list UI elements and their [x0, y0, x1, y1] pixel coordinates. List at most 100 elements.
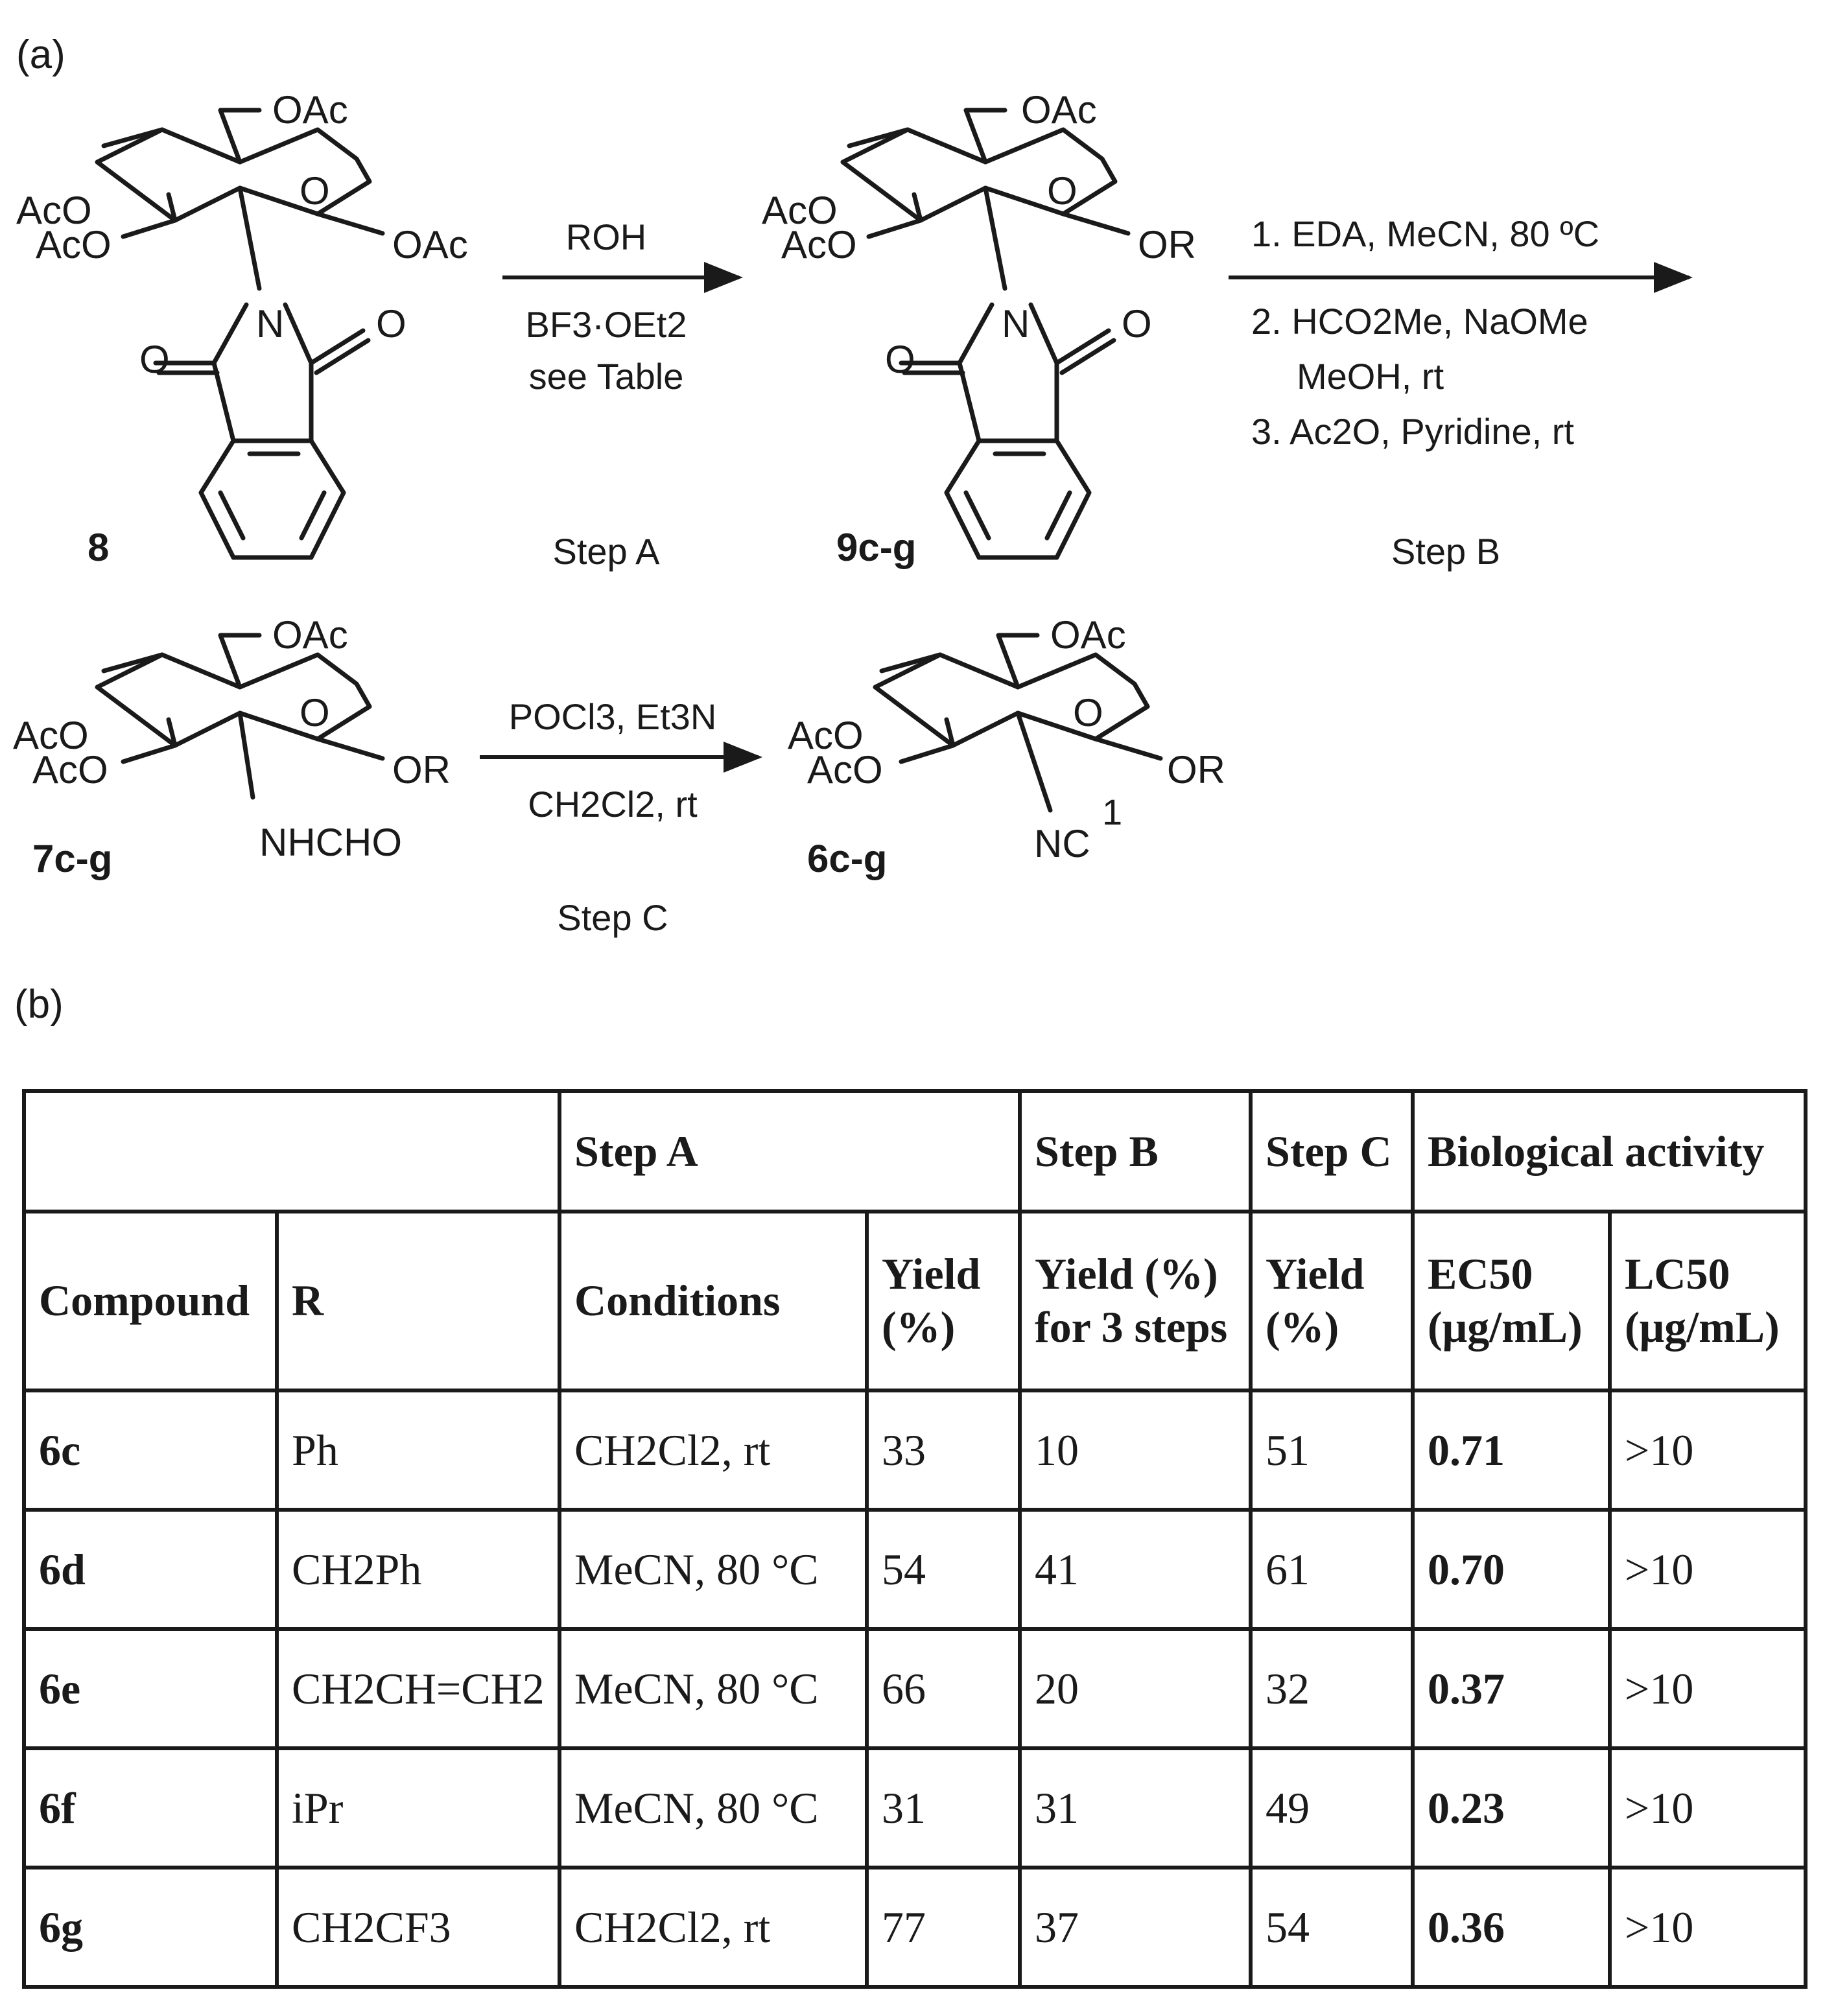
compound-6-label: 6c-g	[807, 837, 887, 880]
carbonyl-oxygen-label: O	[885, 338, 915, 381]
table-row: 6c Ph CH2Cl2, rt 33 10 51 0.71 >10	[22, 1389, 1808, 1512]
compound-9-label: 9c-g	[836, 526, 916, 569]
cell-compound: 6e	[22, 1627, 279, 1750]
reaction-scheme: (a) OAc O AcO AcO OAc N O O 8 ROH BF3·OE…	[13, 32, 1693, 1027]
cell-yield-a: 77	[864, 1866, 1022, 1989]
cell-ec50: 0.36	[1411, 1866, 1612, 1989]
step-c-label: Step C	[557, 897, 668, 938]
step-b-label: Step B	[1391, 531, 1500, 572]
cell-r: CH2CF3	[275, 1866, 561, 1989]
column-header-compound: Compound	[22, 1210, 279, 1392]
header-line: Yield	[1266, 1249, 1365, 1299]
table-row: 6d CH2Ph MeCN, 80 °C 54 41 61 0.70 >10	[22, 1508, 1808, 1631]
ring-oxygen-label: O	[1073, 691, 1103, 734]
cell-yield-b: 20	[1018, 1627, 1253, 1750]
column-header-ec50: EC50(μg/mL)	[1411, 1210, 1612, 1392]
results-table: Step A Step B Step C Biological activity…	[22, 1089, 1808, 1989]
cell-compound: 6d	[22, 1508, 279, 1631]
oac-label: OAc	[1050, 613, 1126, 657]
cell-lc50: >10	[1608, 1627, 1808, 1750]
or-label: OR	[1138, 223, 1196, 266]
header-line: for 3 steps	[1035, 1302, 1228, 1352]
oac-label: OAc	[272, 88, 348, 132]
compound-9-structure: OAc O AcO AcO OR N O O 9c-g	[762, 88, 1196, 569]
cell-compound: 6g	[22, 1866, 279, 1989]
isocyanide-label: NC	[1034, 822, 1090, 865]
cell-lc50: >10	[1608, 1866, 1808, 1989]
cell-compound: 6c	[22, 1389, 279, 1512]
column-header-yield-c: Yield(%)	[1249, 1210, 1415, 1392]
compound-7-label: 7c-g	[32, 837, 112, 880]
cell-ec50: 0.37	[1411, 1627, 1612, 1750]
oac-label: OAc	[1021, 88, 1097, 132]
group-header-row: Step A Step B Step C Biological activity	[22, 1089, 1808, 1213]
cell-yield-c: 32	[1249, 1627, 1415, 1750]
cell-yield-a: 54	[864, 1508, 1022, 1631]
cell-lc50: >10	[1608, 1746, 1808, 1869]
cell-r: CH2Ph	[275, 1508, 561, 1631]
aco-label: AcO	[13, 714, 89, 757]
column-header-row: Compound R Conditions Yield(%) Yield (%)…	[22, 1210, 1808, 1392]
cell-conditions: MeCN, 80 °C	[558, 1508, 869, 1631]
or-label: OR	[1167, 748, 1225, 791]
oac-label: OAc	[392, 223, 468, 266]
cell-r: iPr	[275, 1746, 561, 1869]
step-b-reagent-2: 2. HCO2Me, NaOMe	[1251, 301, 1588, 342]
cell-conditions: CH2Cl2, rt	[558, 1389, 869, 1512]
cell-ec50: 0.71	[1411, 1389, 1612, 1512]
part-b-label: (b)	[14, 982, 64, 1027]
table-row: 6e CH2CH=CH2 MeCN, 80 °C 66 20 32 0.37 >…	[22, 1627, 1808, 1750]
nitrogen-label: N	[1002, 302, 1030, 346]
step-a-reagent: ROH	[566, 217, 646, 257]
carbonyl-oxygen-label: O	[1122, 302, 1152, 346]
column-header-r: R	[275, 1210, 561, 1392]
cell-compound: 6f	[22, 1746, 279, 1869]
column-header-lc50: LC50(μg/mL)	[1608, 1210, 1808, 1392]
header-line: EC50	[1428, 1249, 1533, 1299]
header-step-b: Step B	[1018, 1089, 1253, 1213]
cell-yield-c: 54	[1249, 1866, 1415, 1989]
results-table-container: Step A Step B Step C Biological activity…	[22, 1089, 1808, 1989]
table-row: 6f iPr MeCN, 80 °C 31 31 49 0.23 >10	[22, 1746, 1808, 1869]
header-line: Yield (%)	[1035, 1249, 1218, 1299]
cell-lc50: >10	[1608, 1508, 1808, 1631]
cell-r: Ph	[275, 1389, 561, 1512]
compound-6-structure: OAc O AcO AcO OR NC 1 6c-g	[788, 613, 1225, 880]
carbonyl-oxygen-label: O	[376, 302, 406, 346]
cell-yield-b: 10	[1018, 1389, 1253, 1512]
cell-lc50: >10	[1608, 1389, 1808, 1512]
step-a-catalyst: BF3·OEt2	[526, 304, 687, 345]
cell-yield-b: 41	[1018, 1508, 1253, 1631]
cell-yield-c: 49	[1249, 1746, 1415, 1869]
compound-7-structure: OAc O AcO AcO OR NHCHO 7c-g	[13, 613, 451, 880]
header-line: (μg/mL)	[1428, 1302, 1583, 1352]
ring-oxygen-label: O	[1047, 169, 1077, 213]
aco-label: AcO	[16, 189, 92, 232]
cell-yield-b: 37	[1018, 1866, 1253, 1989]
step-a-label: Step A	[552, 531, 660, 572]
aco-label: AcO	[788, 714, 864, 757]
header-line: (%)	[882, 1302, 956, 1352]
aco-label: AcO	[762, 189, 838, 232]
anomeric-carbon-number: 1	[1102, 791, 1122, 832]
compound-8-label: 8	[88, 526, 109, 569]
step-c-solvent: CH2Cl2, rt	[528, 784, 698, 825]
cell-yield-a: 31	[864, 1746, 1022, 1869]
cell-conditions: MeCN, 80 °C	[558, 1746, 869, 1869]
column-header-yield-b: Yield (%)for 3 steps	[1018, 1210, 1253, 1392]
part-a-label: (a)	[16, 32, 65, 77]
step-b-reagent-3: MeOH, rt	[1297, 356, 1444, 397]
column-header-conditions: Conditions	[558, 1210, 869, 1392]
cell-yield-b: 31	[1018, 1746, 1253, 1869]
header-line: (μg/mL)	[1625, 1302, 1780, 1352]
ring-oxygen-label: O	[300, 169, 330, 213]
step-b-reagent-1: 1. EDA, MeCN, 80 ºC	[1251, 213, 1599, 254]
aco-label: AcO	[807, 748, 883, 791]
cell-r: CH2CH=CH2	[275, 1627, 561, 1750]
column-header-yield-a: Yield(%)	[864, 1210, 1022, 1392]
cell-yield-a: 33	[864, 1389, 1022, 1512]
header-line: (%)	[1266, 1302, 1339, 1352]
cell-yield-a: 66	[864, 1627, 1022, 1750]
header-step-c: Step C	[1249, 1089, 1415, 1213]
header-line: Yield	[882, 1249, 981, 1299]
